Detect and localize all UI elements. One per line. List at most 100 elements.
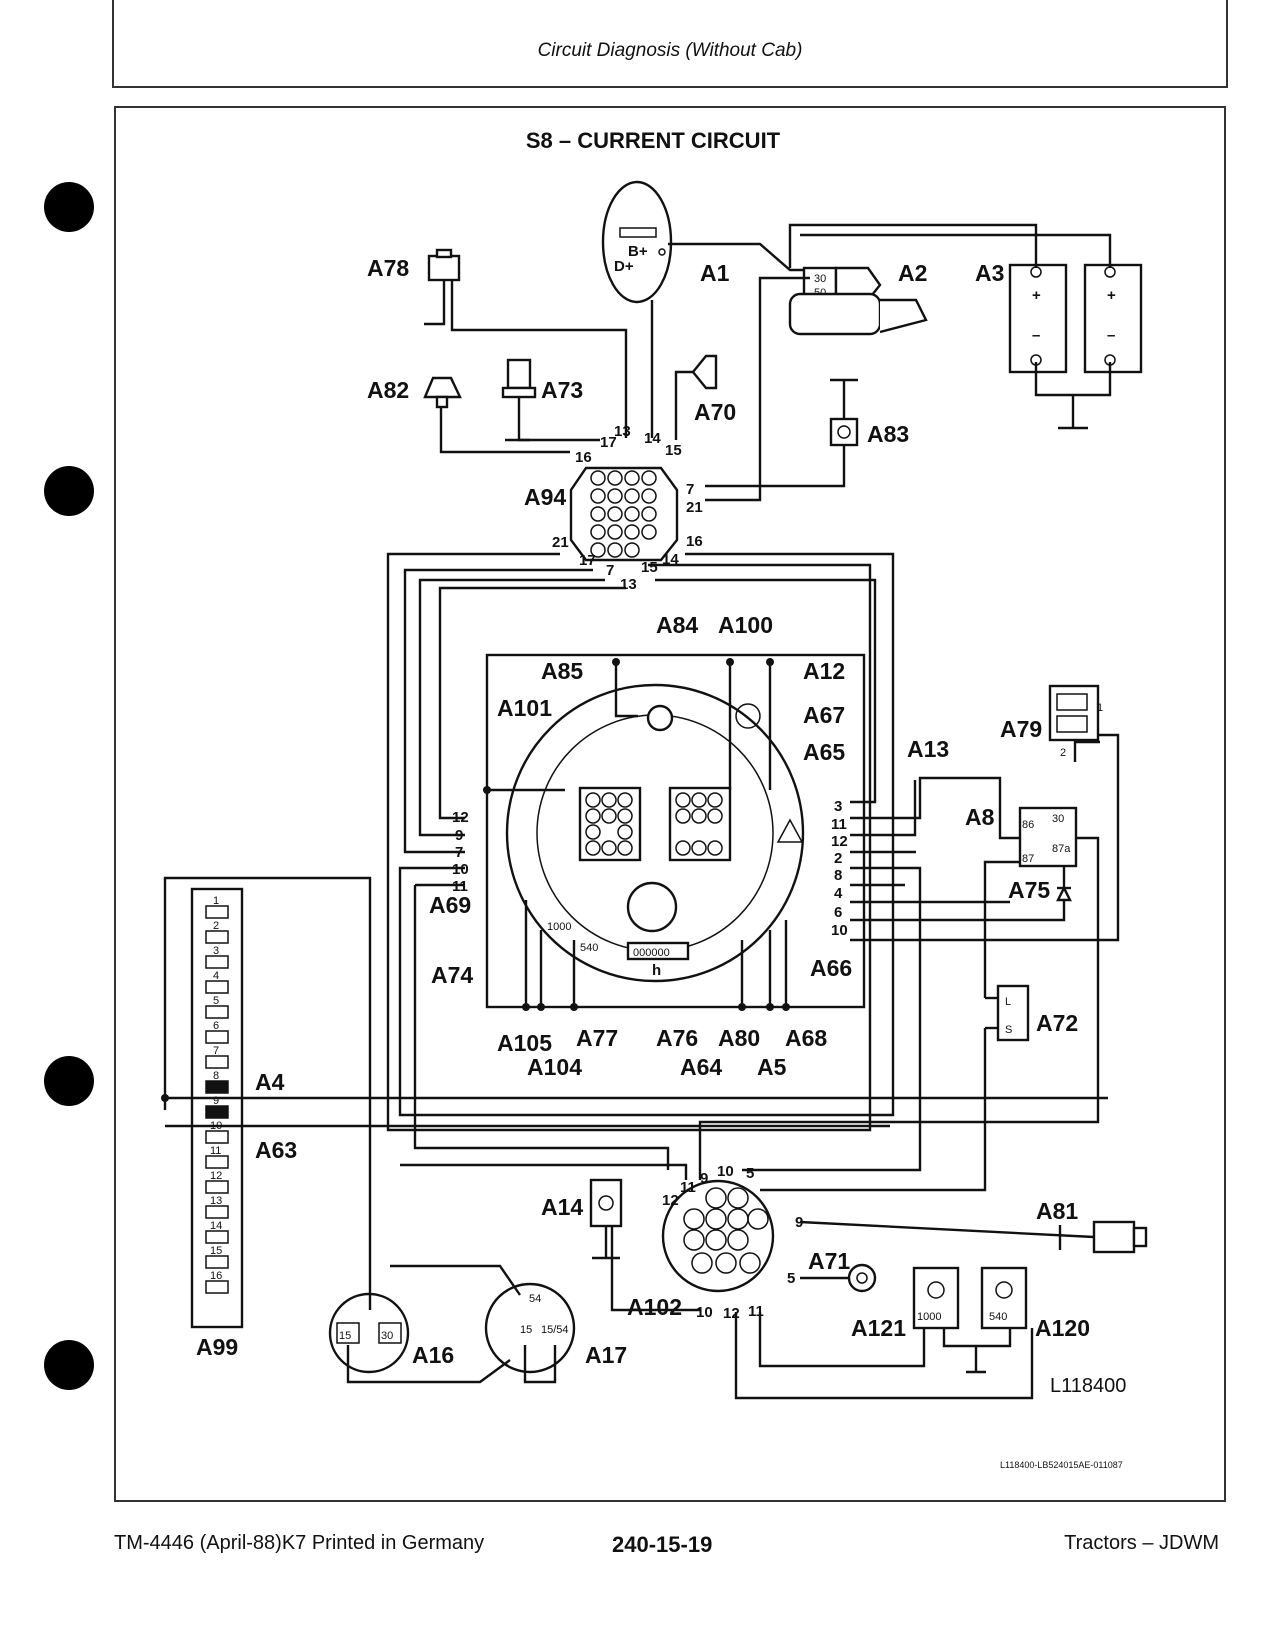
svg-text:+: + [1107,287,1116,304]
label-a14: A14 [541,1194,583,1220]
svg-text:10: 10 [696,1304,713,1321]
svg-text:11: 11 [210,1145,221,1157]
wire-numbers: 13 14 15 16 17 7 21 21 17 7 13 15 14 16 … [452,423,848,1322]
svg-text:9: 9 [795,1214,803,1231]
svg-text:10: 10 [452,861,469,878]
connector-a94: A94 [524,466,679,562]
switch-a72: L S A72 [996,984,1078,1042]
label-a72: A72 [1036,1010,1078,1036]
label-a4: A4 [255,1069,285,1095]
svg-text:11: 11 [680,1179,696,1196]
svg-text:7: 7 [686,481,694,498]
svg-text:30: 30 [1052,813,1064,825]
figure-id: L118400 [1050,1375,1126,1397]
svg-text:17: 17 [600,434,617,451]
footer-manual-info: TM-4446 (April-88)K7 Printed in Germany [114,1532,485,1554]
svg-text:12: 12 [452,809,469,826]
label-a121: A121 [851,1315,906,1341]
label-a5: A5 [757,1054,787,1080]
svg-text:3: 3 [213,945,219,957]
label-a17: A17 [585,1342,627,1368]
svg-text:11: 11 [831,816,847,833]
svg-text:L: L [1005,996,1011,1008]
svg-text:12: 12 [723,1305,740,1322]
connector-bottom [661,1179,775,1293]
svg-text:13: 13 [620,576,637,593]
svg-text:8: 8 [834,867,842,884]
wiring [161,223,1120,1400]
svg-text:14: 14 [644,430,661,447]
label-a64: A64 [680,1054,722,1080]
svg-text:15: 15 [665,442,682,459]
svg-text:h: h [652,962,661,979]
horn-a70: A70 [691,354,736,425]
label-a104: A104 [527,1054,582,1080]
header-title: Circuit Diagnosis (Without Cab) [537,40,803,61]
svg-text:11: 11 [748,1303,764,1320]
switch-a78: A78 [367,248,461,282]
switch-a17: 54 15 15/54 A17 [484,1282,627,1374]
footer-product: Tractors – JDWM [1064,1532,1219,1554]
diagram-frame [114,106,1226,1502]
relay-a8: 86 30 87a 87 A8 [965,804,1078,868]
svg-text:1000: 1000 [547,921,571,933]
binder-hole [44,1340,94,1390]
svg-text:7: 7 [455,844,463,861]
label-a79: A79 [1000,716,1042,742]
binder-hole [44,182,94,232]
svg-text:87: 87 [1022,853,1034,865]
svg-text:4: 4 [213,970,219,982]
svg-text:6: 6 [213,1020,219,1032]
label-a120: A120 [1035,1315,1090,1341]
svg-text:12: 12 [831,833,848,850]
label-a81: A81 [1036,1198,1078,1224]
svg-text:21: 21 [552,534,569,551]
sensor-a83: A83 [829,417,909,447]
footer-page-number: 240-15-19 [612,1532,713,1557]
svg-text:540: 540 [989,1311,1007,1323]
label-a84: A84 [656,612,698,638]
svg-text:16: 16 [686,533,703,550]
svg-text:1: 1 [1097,702,1103,714]
svg-text:30: 30 [381,1330,393,1342]
svg-text:13: 13 [614,423,631,440]
svg-text:3: 3 [834,798,842,815]
svg-text:S: S [1005,1024,1012,1036]
svg-text:5: 5 [787,1270,795,1287]
starter-a2: 30 50 A2 [788,260,928,336]
label-a94: A94 [524,484,566,510]
svg-text:+: + [1032,287,1041,304]
label-a75: A75 [1008,877,1050,903]
fuse-box-a99: 1 2 3 4 5 6 7 8 9 10 11 12 13 14 15 16 A… [190,887,244,1360]
label-a99: A99 [196,1334,238,1360]
svg-text:17: 17 [579,552,596,569]
svg-text:540: 540 [580,942,598,954]
svg-text:D+: D+ [614,258,634,275]
svg-text:15: 15 [339,1330,351,1342]
svg-text:14: 14 [210,1220,222,1232]
diagram-title: S8 – CURRENT CIRCUIT [526,128,781,153]
svg-text:11: 11 [452,878,468,895]
svg-text:2: 2 [834,850,842,867]
svg-text:15: 15 [520,1324,532,1336]
svg-text:8: 8 [213,1070,219,1082]
label-a77: A77 [576,1025,618,1051]
svg-text:12: 12 [662,1192,679,1209]
relay-a79: 1 2 A79 [1000,684,1103,759]
label-a80: A80 [718,1025,760,1051]
svg-text:13: 13 [210,1195,222,1207]
svg-text:16: 16 [575,449,592,466]
label-a71: A71 [808,1248,850,1274]
label-a1: A1 [700,260,730,286]
svg-text:12: 12 [210,1170,222,1182]
label-a12: A12 [803,658,845,684]
label-a2: A2 [898,260,927,286]
svg-text:5: 5 [213,995,219,1007]
svg-text:15: 15 [210,1245,222,1257]
label-a16: A16 [412,1342,454,1368]
label-a3: A3 [975,260,1004,286]
label-a101: A101 [497,695,552,721]
svg-text:16: 16 [210,1270,222,1282]
svg-text:B+: B+ [628,243,648,260]
